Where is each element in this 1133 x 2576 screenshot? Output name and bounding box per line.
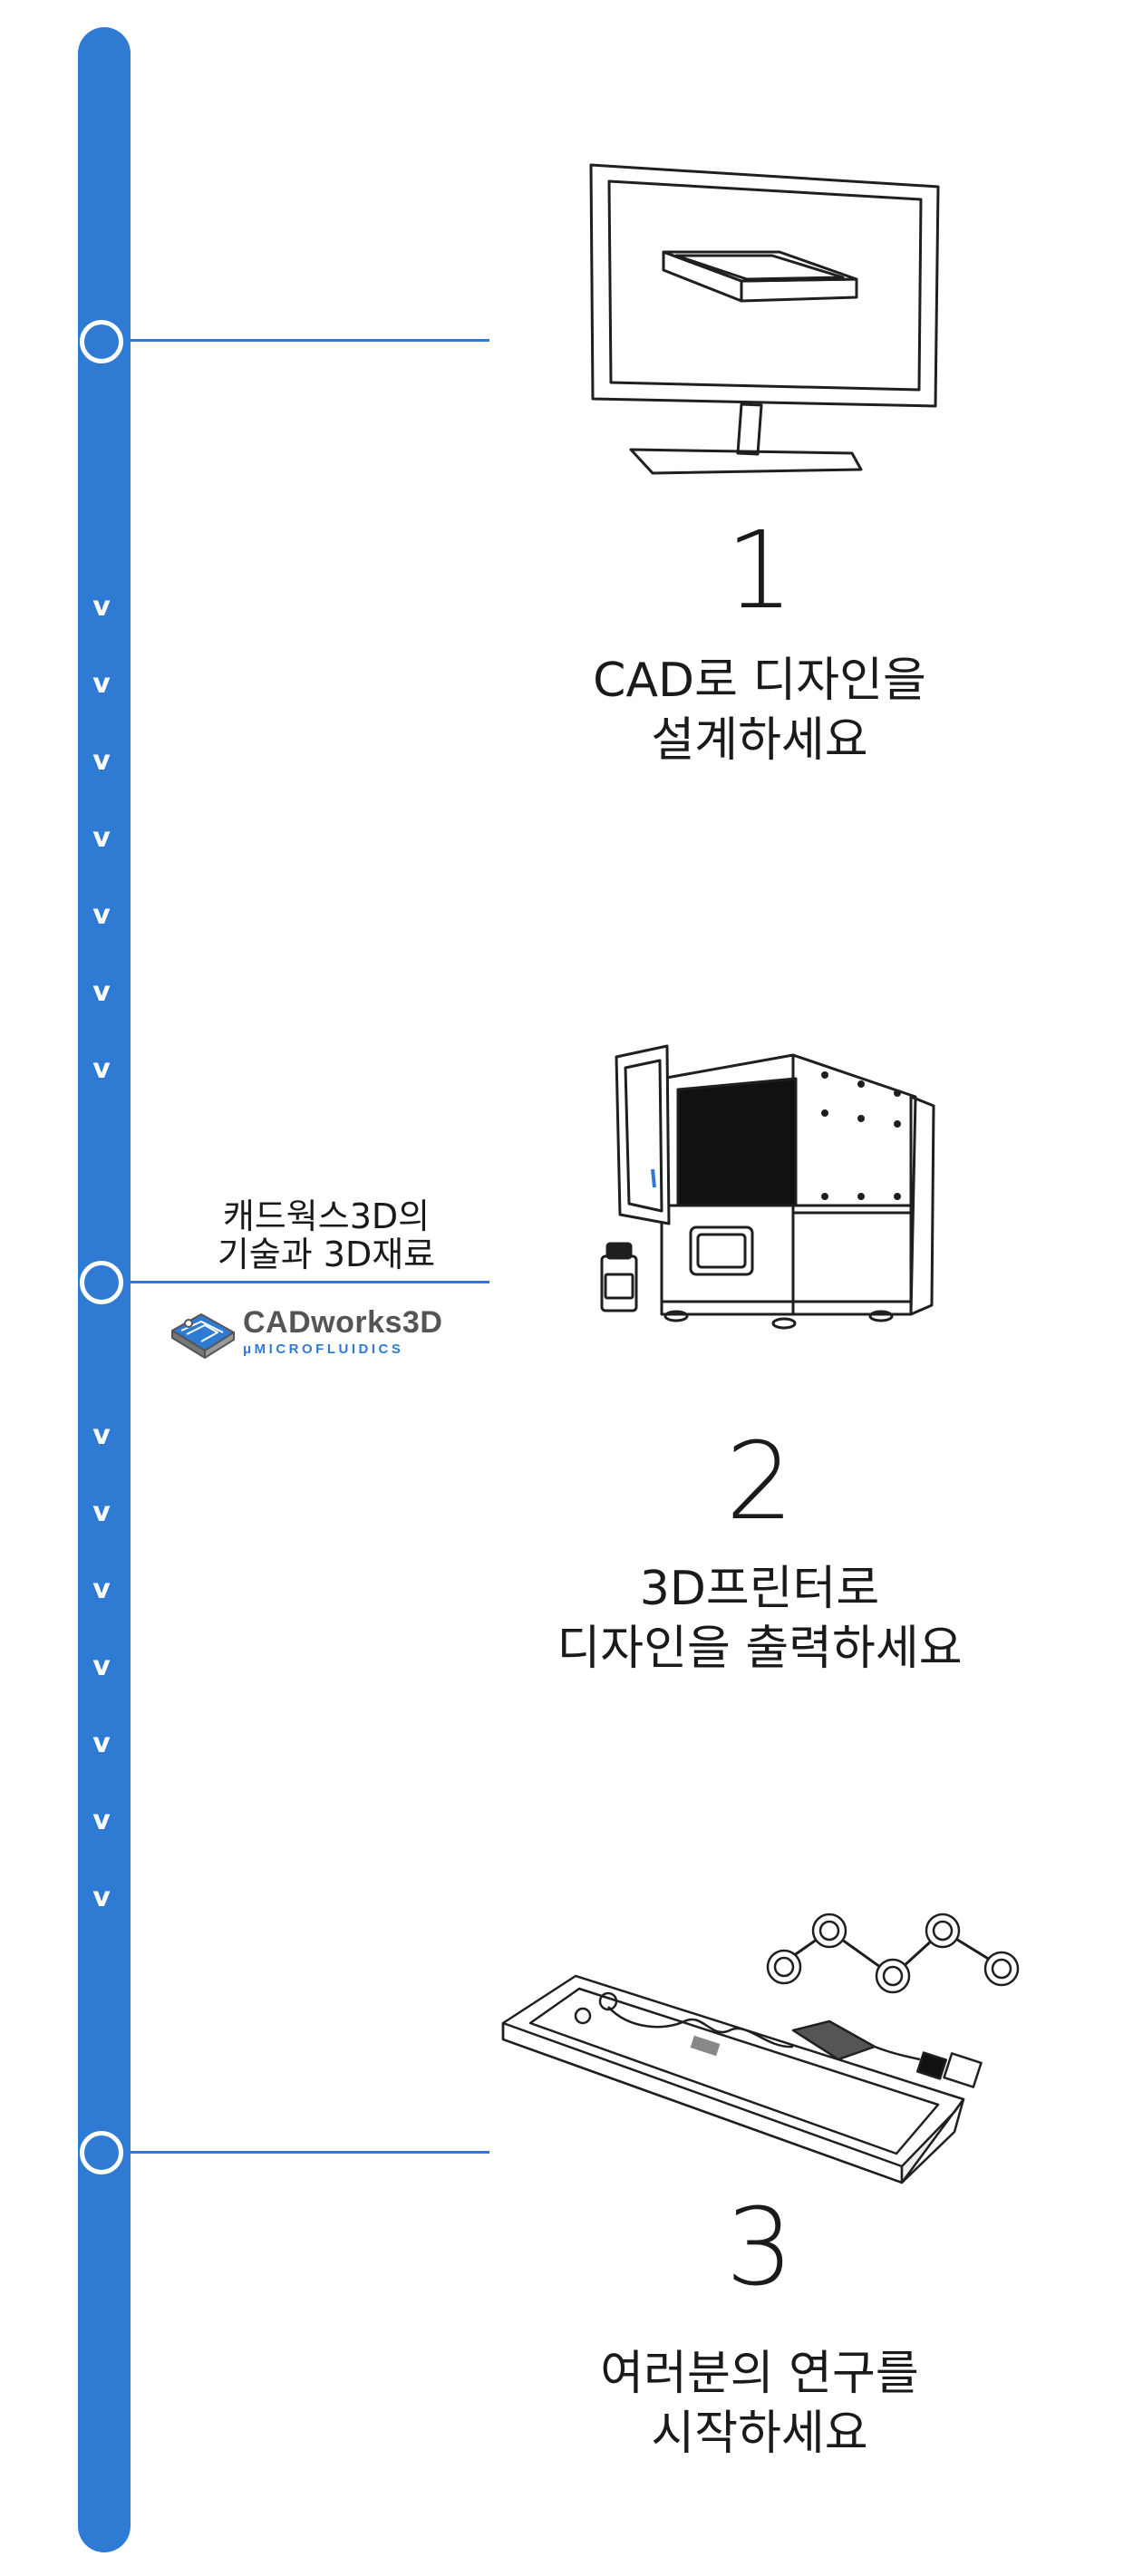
side-label-line1: 캐드웍스3D의 — [222, 1196, 431, 1236]
timeline-node-1 — [80, 320, 123, 363]
logo-wordmark: CADworks3D — [243, 1305, 443, 1340]
chevron-down-icon: v — [92, 1053, 111, 1085]
cadworks3d-logo: CADworks3D μMICROFLUIDICS — [169, 1305, 443, 1369]
chevron-down-icon: v — [92, 1805, 111, 1836]
logo-tagline: μMICROFLUIDICS — [243, 1341, 404, 1357]
chevron-down-icon: v — [92, 1882, 111, 1913]
step-title-3-line2: 시작하세요 — [651, 2407, 868, 2461]
step-number-3: 3 — [725, 2184, 794, 2310]
step-title-3-line1: 여러분의 연구를 — [600, 2347, 919, 2401]
step-title-1-line1: CAD로 디자인을 — [593, 654, 926, 708]
microfluidic-chip-icon — [501, 1913, 1020, 2184]
chevron-down-icon: v — [92, 1574, 111, 1605]
3d-printer-icon — [600, 1044, 935, 1330]
monitor-icon — [589, 163, 940, 475]
timeline-connector-1 — [127, 339, 489, 342]
chevron-down-icon: v — [92, 822, 111, 854]
timeline-node-2 — [80, 1261, 123, 1304]
step-title-2-line2: 디자인을 출력하세요 — [557, 1622, 963, 1676]
chevron-down-icon: v — [92, 745, 111, 777]
chevron-down-icon: v — [92, 591, 111, 623]
step-number-1: 1 — [725, 508, 794, 633]
logo-mark-icon — [171, 1313, 235, 1359]
side-label-line2: 기술과 3D재료 — [217, 1235, 436, 1274]
chevron-down-icon: v — [92, 899, 111, 931]
step-number-2: 2 — [725, 1419, 794, 1544]
chevron-down-icon: v — [92, 1728, 111, 1759]
chevron-down-icon: v — [92, 668, 111, 700]
step-title-1-line2: 설계하세요 — [651, 713, 868, 768]
chevron-down-icon: v — [92, 1419, 111, 1451]
chevron-down-icon: v — [92, 1496, 111, 1528]
chevron-down-icon: v — [92, 976, 111, 1008]
timeline-connector-3 — [127, 2151, 489, 2154]
timeline-node-3 — [80, 2131, 123, 2174]
timeline-connector-2 — [127, 1281, 489, 1283]
step-title-2-line1: 3D프린터로 — [639, 1562, 880, 1616]
chevron-down-icon: v — [92, 1651, 111, 1682]
